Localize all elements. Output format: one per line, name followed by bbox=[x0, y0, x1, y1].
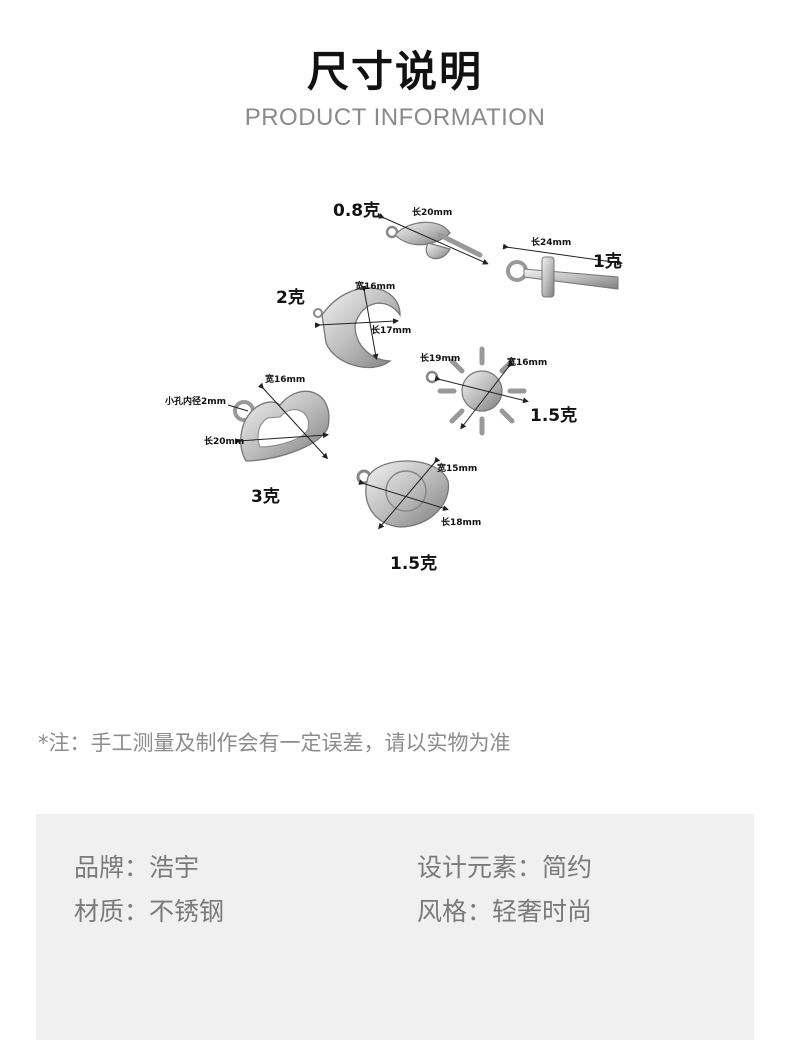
sun-charm-image bbox=[425, 346, 529, 436]
moon-charm-length: 长17mm bbox=[371, 326, 412, 336]
info-style: 风格：轻奢时尚 bbox=[417, 897, 593, 926]
leaf-charm-weight: 0.8克 bbox=[333, 201, 381, 221]
info-brand: 品牌：浩宇 bbox=[74, 853, 200, 882]
moon-charm-image bbox=[313, 285, 401, 369]
page-subtitle: PRODUCT INFORMATION bbox=[244, 104, 546, 131]
info-design: 设计元素：简约 bbox=[417, 853, 593, 882]
heart-charm-length: 长20mm bbox=[204, 437, 245, 447]
sun-face-charm-image bbox=[356, 456, 450, 530]
leaf-charm-length: 长20mm bbox=[412, 208, 453, 218]
sun-charm-weight: 1.5克 bbox=[530, 406, 578, 426]
info-material: 材质：不锈钢 bbox=[74, 897, 225, 926]
moon-charm-width: 宽16mm bbox=[355, 282, 396, 292]
leaf-charm-image bbox=[378, 213, 489, 265]
page-title: 尺寸说明 bbox=[306, 47, 483, 96]
dagger-charm-image bbox=[502, 243, 623, 298]
dagger-charm-length: 长24mm bbox=[531, 238, 572, 248]
product-figure: 0.8克 1克 2克 1.5克 3克 1.5克 长20mm 长24mm 宽16m… bbox=[150, 165, 630, 585]
heart-charm-hole-diameter: 小孔内径2mm bbox=[165, 397, 227, 407]
dagger-charm-weight: 1克 bbox=[593, 252, 622, 272]
sun-face-charm-width: 宽15mm bbox=[437, 464, 478, 474]
heart-charm-image bbox=[227, 382, 330, 462]
charms-illustration bbox=[227, 213, 623, 530]
heart-charm-width: 宽16mm bbox=[265, 375, 306, 385]
sun-charm-length: 长19mm bbox=[420, 354, 461, 364]
sun-face-charm-length: 长18mm bbox=[441, 518, 482, 528]
product-info-panel: 品牌：浩宇 设计元素：简约 材质：不锈钢 风格：轻奢时尚 bbox=[36, 814, 754, 1040]
measurement-note: *注：手工测量及制作会有一定误差，请以实物为准 bbox=[38, 731, 511, 755]
sun-charm-width: 宽16mm bbox=[507, 358, 548, 368]
heart-charm-weight: 3克 bbox=[251, 487, 280, 507]
sun-face-charm-weight: 1.5克 bbox=[390, 554, 438, 574]
moon-charm-weight: 2克 bbox=[276, 288, 305, 308]
